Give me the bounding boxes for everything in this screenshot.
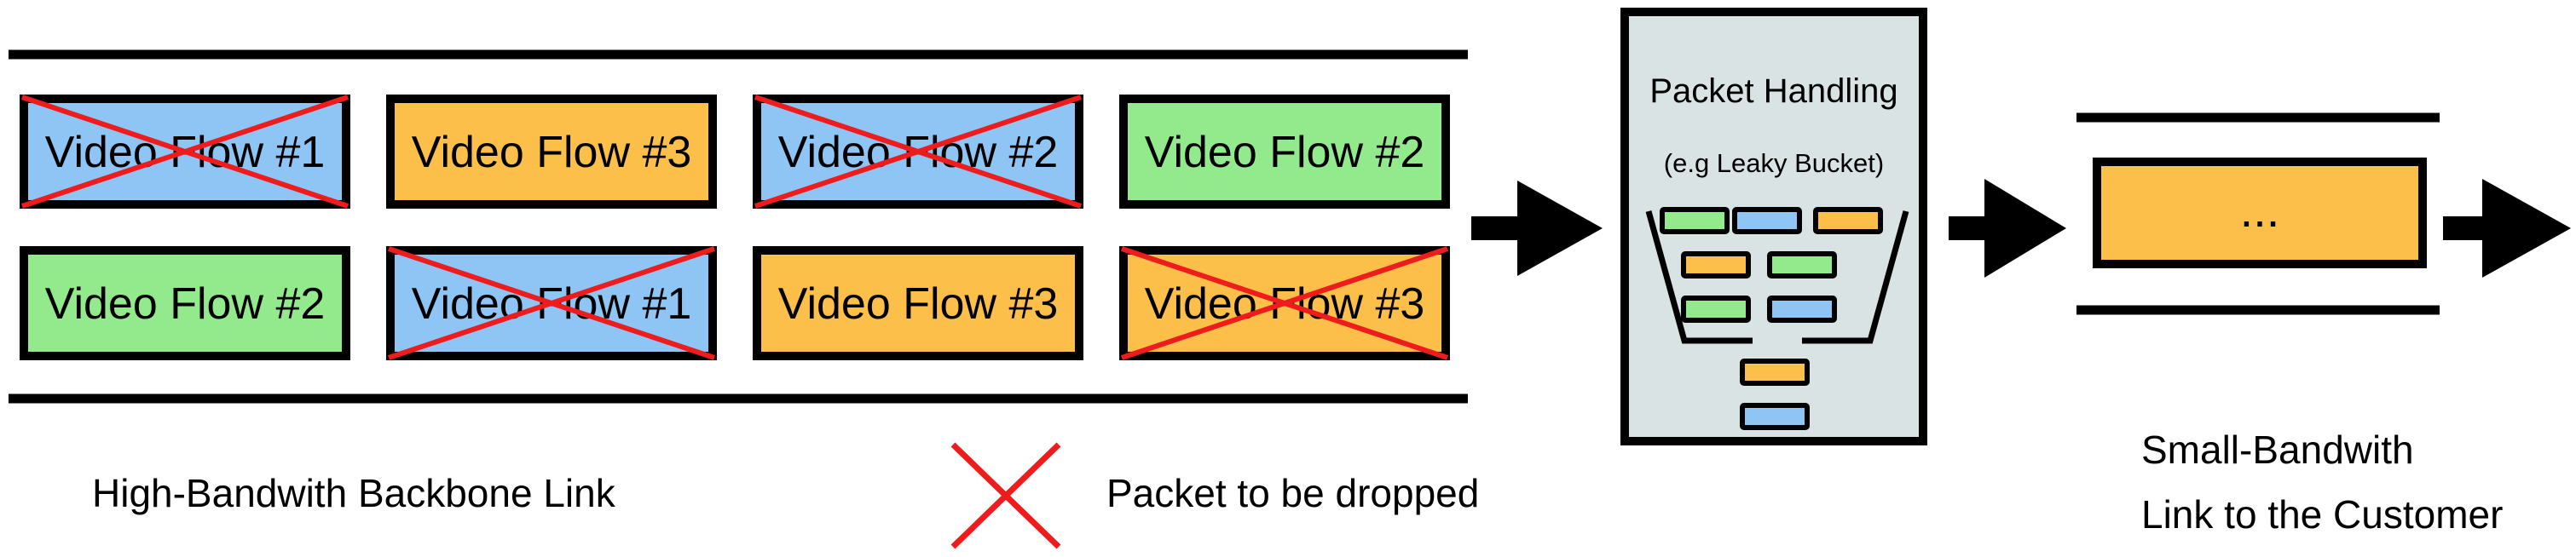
packet-label: Video Flow #3 xyxy=(412,128,692,177)
video-flow-packet: Video Flow #1 xyxy=(20,95,350,209)
packet-box xyxy=(753,246,1083,360)
bucket-packet xyxy=(1660,207,1730,234)
video-flow-packet: Video Flow #3 xyxy=(753,246,1083,360)
drop-cross-icon xyxy=(1121,246,1448,360)
bucket-left-wall xyxy=(1645,210,1753,344)
drop-cross-icon-stroke xyxy=(950,442,1061,549)
video-flow-packet: Video Flow #3 xyxy=(386,95,717,209)
bucket-packet xyxy=(1681,296,1751,323)
video-flow-packet: Video Flow #2 xyxy=(1119,95,1450,209)
packet-box xyxy=(1119,95,1450,209)
output-packet xyxy=(1740,359,1810,386)
drop-cross-icon xyxy=(388,246,715,360)
customer-packet xyxy=(2093,158,2427,268)
backbone-caption: High-Bandwith Backbone Link xyxy=(92,471,616,515)
packet-box xyxy=(386,95,717,209)
bucket-packet xyxy=(1681,251,1751,278)
customer-caption-line1: Small-Bandwith xyxy=(2141,428,2414,472)
bucket-packet xyxy=(1767,296,1837,323)
customer-link: ... Small-Bandwith Link to the Customer xyxy=(2076,112,2503,537)
bucket-packets xyxy=(1660,207,1883,430)
backbone-packets: Video Flow #1 Video Flow #3 Video Flow #2 V… xyxy=(20,95,1450,360)
bucket-packet xyxy=(1813,207,1883,234)
packet-label: Video Flow #2 xyxy=(1145,128,1425,177)
bucket-right-wall xyxy=(1802,210,1909,344)
video-flow-packet: Video Flow #3 xyxy=(1119,246,1450,360)
drop-cross-icon xyxy=(754,95,1082,209)
customer-caption-line2: Link to the Customer xyxy=(2141,492,2503,537)
bucket-packet xyxy=(1767,251,1837,278)
packet-handling-subtitle: (e.g Leaky Bucket) xyxy=(1664,148,1884,178)
packet-box xyxy=(20,246,350,360)
packet-label: Video Flow #3 xyxy=(778,279,1059,329)
packet-handling-title: Packet Handling xyxy=(1649,72,1897,110)
right-arrow-icon xyxy=(1949,179,2066,278)
drop-legend-label: Packet to be dropped xyxy=(1106,471,1479,515)
drop-cross-icon xyxy=(21,95,349,209)
bucket-packet xyxy=(1732,207,1802,234)
drop-legend: Packet to be dropped xyxy=(950,442,1479,549)
right-arrow-icon xyxy=(2443,179,2571,278)
packet-handling-panel: Packet Handling (e.g Leaky Bucket) xyxy=(1620,8,1927,445)
video-flow-packet: Video Flow #2 xyxy=(20,246,350,360)
video-flow-packet: Video Flow #2 xyxy=(753,95,1083,209)
packet-label: Video Flow #2 xyxy=(45,279,326,329)
video-flow-packet: Video Flow #1 xyxy=(386,246,717,360)
right-arrow-icon xyxy=(1471,181,1603,276)
output-packet xyxy=(1740,403,1810,430)
customer-packet-label: ... xyxy=(2240,183,2280,237)
